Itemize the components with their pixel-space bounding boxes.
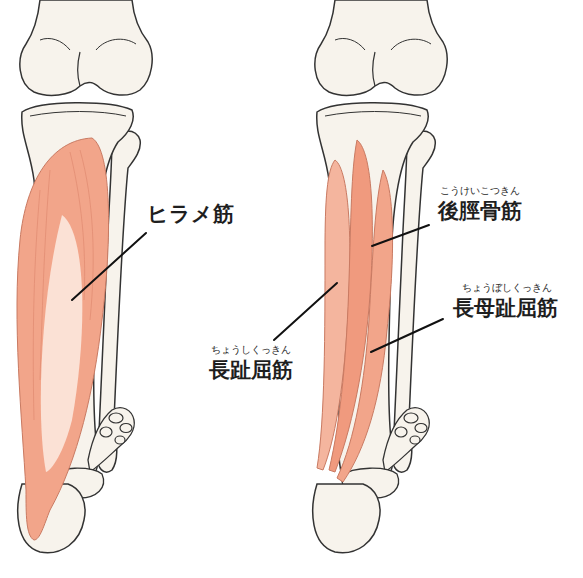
leg-bones	[18, 0, 152, 553]
muscle-label: ヒラメ筋	[147, 203, 234, 226]
soleus-aponeurosis	[41, 215, 83, 472]
muscle-label: 長母趾屈筋	[453, 297, 558, 320]
soleus-muscle	[17, 138, 109, 540]
leader-lines	[72, 225, 443, 352]
right-leg	[313, 0, 447, 553]
leader-line	[371, 319, 443, 352]
flexor-hallucis-longus	[337, 170, 393, 482]
furigana-label: ちょうしくっきん	[211, 345, 291, 355]
leader-line	[372, 225, 429, 246]
muscle-fibers	[33, 150, 93, 420]
leader-line	[72, 233, 146, 300]
muscle-label: 後脛骨筋	[438, 200, 522, 223]
furigana-label: ちょうぼしくっきん	[462, 283, 552, 293]
leader-line	[274, 283, 337, 340]
leg-bones	[313, 0, 447, 553]
muscle-label: 長趾屈筋	[209, 359, 293, 382]
furigana-label: こうけいこつきん	[440, 186, 520, 196]
left-leg	[17, 0, 152, 553]
